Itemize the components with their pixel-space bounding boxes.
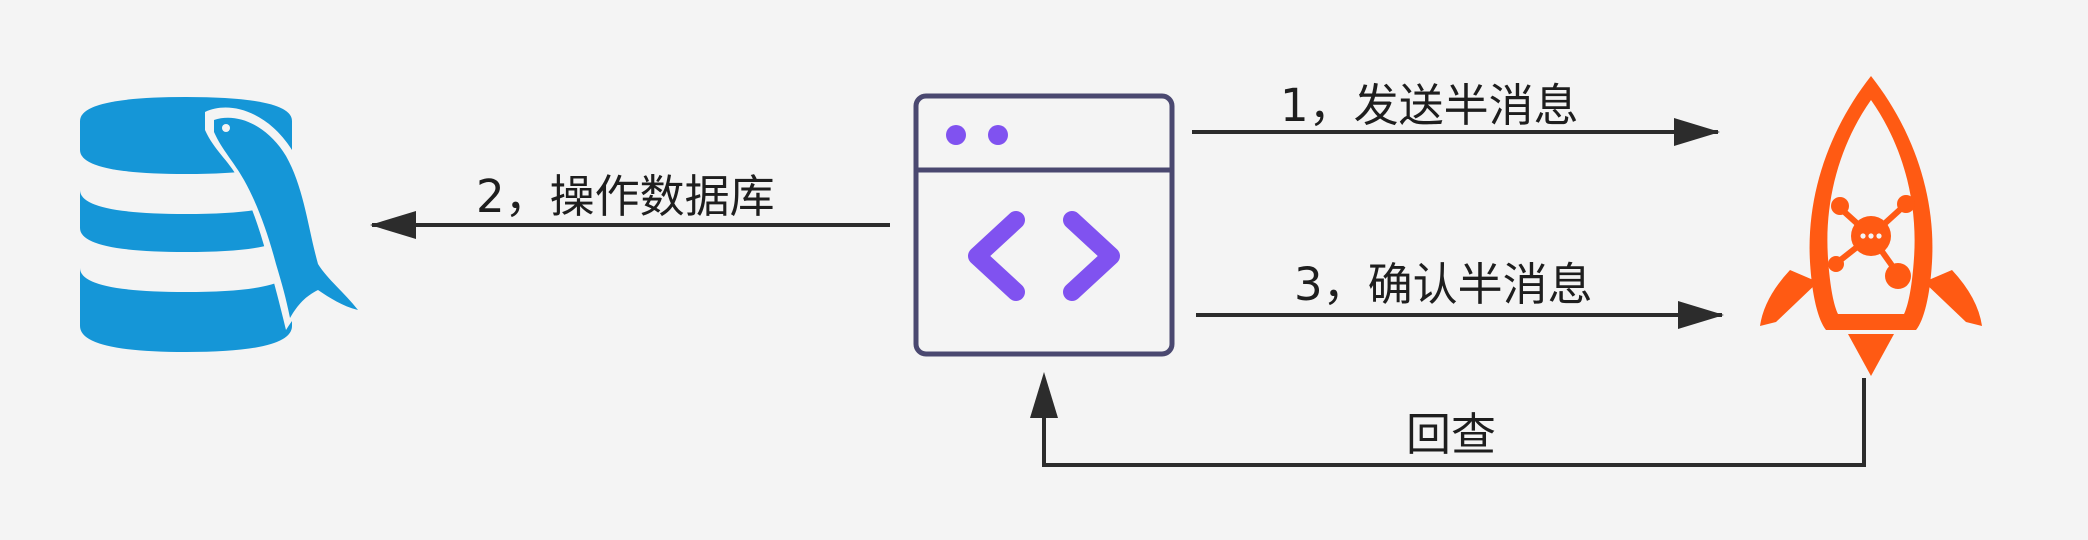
edge-send-half-message: 1，发送半消息 — [1192, 79, 1720, 146]
edge-label-confirm-half: 3，确认半消息 — [1294, 258, 1593, 311]
arrow-head-icon — [370, 211, 416, 239]
edge-label-check-back: 回查 — [1406, 408, 1496, 461]
window-dot-icon — [988, 125, 1008, 145]
mysql-database-icon — [80, 97, 370, 352]
edge-check-back: 回查 — [1030, 372, 1866, 467]
edge-confirm-half-message: 3，确认半消息 — [1196, 258, 1724, 329]
edge-label-operate-db: 2，操作数据库 — [476, 170, 775, 223]
arrow-head-icon — [1674, 118, 1720, 146]
code-right-bracket-icon — [1063, 211, 1120, 301]
edge-operate-database: 2，操作数据库 — [370, 170, 890, 239]
arrow-head-icon — [1678, 301, 1724, 329]
window-dot-icon — [946, 125, 966, 145]
arrow-line — [1042, 378, 1866, 467]
edge-label-send-half: 1，发送半消息 — [1280, 79, 1579, 132]
rocketmq-rocket-icon — [1760, 76, 1982, 376]
arrow-head-icon — [1030, 372, 1058, 418]
code-window-icon — [913, 93, 1175, 357]
code-left-bracket-icon — [968, 211, 1025, 301]
